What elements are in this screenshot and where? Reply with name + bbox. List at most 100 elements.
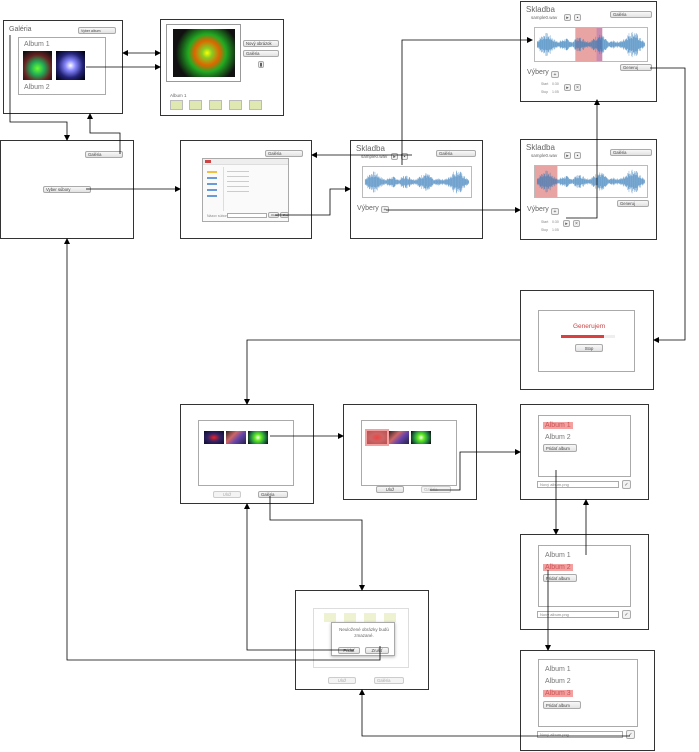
dialog-cancel-button[interactable]: Zrušiť: [365, 647, 389, 654]
track-title: Skladba: [526, 143, 555, 152]
album-2-option[interactable]: Album 2: [545, 678, 571, 685]
generate-button[interactable]: Generuj: [617, 200, 649, 207]
album-thumb-2[interactable]: [56, 51, 85, 80]
gallery-button[interactable]: Galéria: [374, 677, 404, 684]
arrow-gallery-dialog: [269, 496, 365, 591]
gallery-button[interactable]: Galéria: [610, 11, 652, 18]
screen-track-selection-2: Skladba sample0.wav ▸ ▪ Galéria Generuj …: [520, 1, 657, 102]
result-thumb-1[interactable]: [365, 429, 389, 446]
album-list: Album 1 Album 2 Pridať album: [538, 415, 631, 477]
screen-track: Skladba sample0.wav ▸ ▪ Galéria Výbery +: [350, 140, 483, 239]
add-album-button[interactable]: Pridať album: [543, 444, 577, 452]
cancel-button[interactable]: Zrušiť: [280, 212, 289, 218]
thumb-strip-2[interactable]: [189, 100, 202, 110]
gallery-button[interactable]: Galéria: [243, 50, 279, 57]
album-3-option[interactable]: Album 3: [543, 690, 573, 697]
result-thumb-3[interactable]: [248, 431, 268, 444]
album-1-label[interactable]: Album 1: [24, 41, 50, 48]
select-files-button[interactable]: Vyber súbory: [43, 186, 91, 193]
screen-generating: Generujem Stop: [520, 290, 654, 390]
waveform[interactable]: [362, 166, 472, 198]
add-selection-icon[interactable]: +: [551, 71, 559, 78]
add-album-button[interactable]: Pridať album: [543, 701, 581, 709]
thumb-strip-4[interactable]: [229, 100, 242, 110]
save-button[interactable]: Ulož: [328, 677, 356, 684]
album-2-option[interactable]: Album 2: [543, 564, 573, 571]
album-name-input[interactable]: Nový album.png: [537, 611, 619, 618]
track-title: Skladba: [526, 5, 555, 14]
add-album-button[interactable]: Pridať album: [543, 574, 577, 582]
play-selection-icon[interactable]: ▸: [563, 220, 570, 227]
album-name-input[interactable]: Nový album.png: [537, 731, 623, 738]
stop-icon[interactable]: ▪: [574, 14, 581, 21]
delete-selection-icon[interactable]: ×: [573, 220, 580, 227]
save-button[interactable]: Ulož: [213, 491, 241, 498]
result-thumb-2[interactable]: [389, 431, 409, 444]
play-icon[interactable]: ▸: [564, 152, 571, 159]
play-icon[interactable]: ▸: [391, 153, 398, 160]
sel1-end-value: 1:05: [552, 228, 559, 232]
album-dropdown[interactable]: Vyber album: [78, 27, 116, 34]
add-selection-icon[interactable]: +: [551, 208, 559, 215]
gallery-button[interactable]: Galéria: [258, 491, 288, 498]
gallery-button[interactable]: Galéria: [421, 486, 451, 493]
generating-title: Generujem: [573, 323, 606, 330]
screen-results: Ulož Galéria: [180, 404, 314, 504]
album-large-image: [166, 24, 241, 82]
album-1-option[interactable]: Album 1: [545, 552, 571, 559]
gallery-button[interactable]: Galéria: [85, 151, 123, 158]
file-name-label: Názov súboru: [207, 214, 229, 218]
selections-label: Výbery: [527, 69, 549, 76]
album-thumb-1[interactable]: [23, 51, 52, 80]
save-button[interactable]: Ulož: [376, 486, 404, 493]
album-name-input[interactable]: Nový album.png: [537, 481, 619, 488]
album-1-option[interactable]: Album 1: [543, 422, 573, 429]
file-dialog-window: Názov súboru Otvoriť Zrušiť: [202, 158, 289, 222]
delete-selection-icon[interactable]: ×: [574, 84, 581, 91]
stop-icon[interactable]: ▪: [401, 153, 408, 160]
trash-icon[interactable]: ▮: [258, 61, 264, 68]
results-panel: [198, 420, 294, 486]
result-thumb-2[interactable]: [226, 431, 246, 444]
confirm-icon[interactable]: ✓: [626, 730, 635, 739]
screen-track-selection-1: Skladba sample0.wav ▸ ▪ Galéria Generuj …: [520, 139, 657, 240]
confirm-icon[interactable]: ✓: [622, 610, 631, 619]
play-icon[interactable]: ▸: [564, 14, 571, 21]
gallery-title: Galéria: [9, 26, 32, 33]
thumb-strip-5[interactable]: [249, 100, 262, 110]
screen-album-picker-1: Album 1 Album 2 Pridať album Nový album.…: [520, 404, 649, 500]
sel1-start-value: 0:30: [552, 82, 559, 86]
album-label: Album 1: [170, 93, 187, 98]
gallery-button[interactable]: Galéria: [436, 150, 476, 157]
waveform[interactable]: [534, 165, 648, 198]
confirm-icon[interactable]: ✓: [622, 480, 631, 489]
file-name-input[interactable]: [227, 213, 267, 218]
thumb-strip-3[interactable]: [209, 100, 222, 110]
progress-fill: [561, 335, 605, 338]
result-thumb-3[interactable]: [411, 431, 431, 444]
thumb-strip-1[interactable]: [170, 100, 183, 110]
gallery-button[interactable]: Galéria: [610, 149, 652, 156]
waveform[interactable]: [534, 27, 648, 62]
sel1-end-label: Stop: [541, 228, 549, 232]
add-selection-icon[interactable]: +: [381, 206, 389, 213]
generate-button[interactable]: Generuj: [620, 64, 652, 71]
track-file: sample0.wav: [361, 154, 388, 159]
gallery-button[interactable]: Galéria: [265, 150, 303, 157]
screen-album-picker-2: Album 1 Album 2 Pridať album Nový album.…: [520, 534, 649, 630]
album-1-option[interactable]: Album 1: [545, 666, 571, 673]
open-button[interactable]: Otvoriť: [268, 212, 279, 218]
screen-results-selected: Ulož Galéria: [343, 404, 477, 500]
track-file: sample0.wav: [531, 15, 558, 20]
play-selection-icon[interactable]: ▸: [564, 84, 571, 91]
stop-icon[interactable]: ▪: [574, 152, 581, 159]
new-image-button[interactable]: Nový obrázok: [243, 40, 279, 47]
sel1-end-value: 1:05: [552, 90, 559, 94]
stop-button[interactable]: Stop: [575, 344, 603, 352]
album-2-option[interactable]: Album 2: [545, 434, 571, 441]
confirm-dialog: Neuložené obrázky budú zmazané. Pridať Z…: [331, 622, 395, 656]
dialog-add-button[interactable]: Pridať: [338, 647, 360, 654]
album-2-label[interactable]: Album 2: [24, 84, 50, 91]
result-thumb-1[interactable]: [204, 431, 224, 444]
track-file: sample0.wav: [531, 153, 558, 158]
